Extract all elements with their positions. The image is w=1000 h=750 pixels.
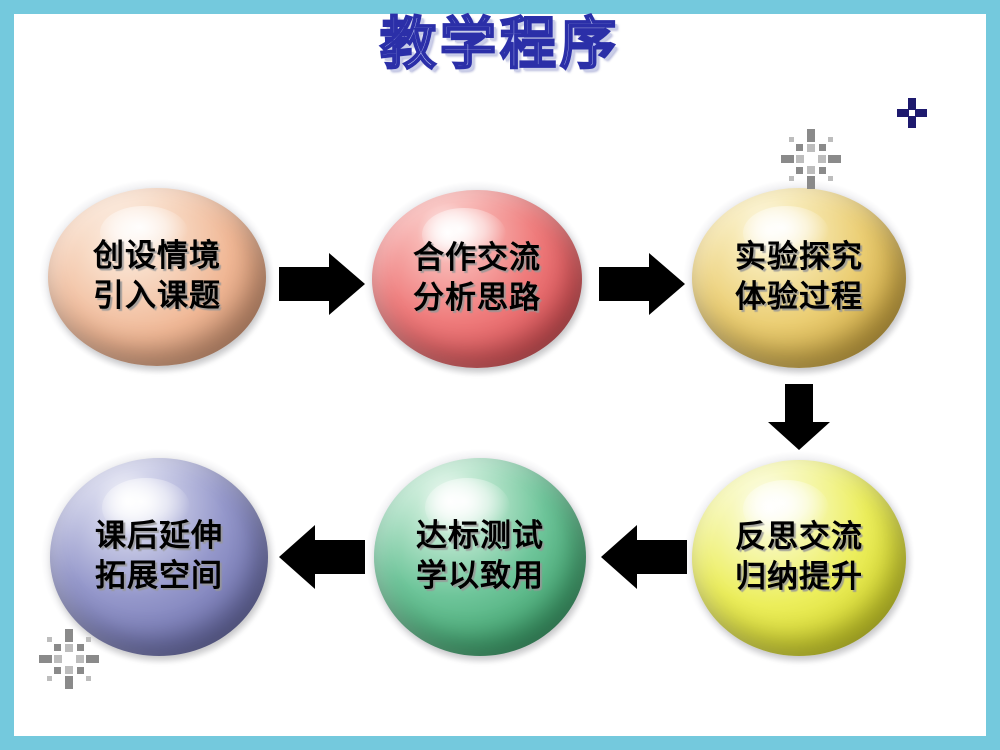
process-node-label: 实验探究 体验过程 [735, 238, 863, 317]
arrow-left-reflect-to-assessment [601, 525, 687, 589]
node-line-2: 引入课题 [93, 278, 221, 314]
node-line-2: 分析思路 [413, 280, 541, 316]
arrow-left-icon [601, 525, 687, 589]
node-line-2: 拓展空间 [95, 558, 223, 594]
sparkle-icon [38, 628, 100, 690]
node-line-1: 合作交流 [413, 240, 541, 277]
slide-border-right [986, 0, 1000, 750]
arrow-down-icon [768, 384, 830, 450]
arrow-right-collaborate-to-experiment [599, 253, 685, 315]
arrow-right-icon [599, 253, 685, 315]
process-node-label: 达标测试 学以致用 [416, 517, 544, 596]
arrow-down-experiment-to-reflect [768, 384, 830, 450]
plus-mark-icon [897, 98, 927, 128]
node-line-1: 实验探究 [735, 239, 863, 276]
node-line-1: 创设情境 [93, 238, 221, 275]
plus-icon [897, 98, 927, 128]
process-node-collaborate[interactable]: 合作交流 分析思路 [363, 181, 591, 377]
slide-border-top [0, 0, 1000, 14]
process-node-create-context[interactable]: 创设情境 引入课题 [39, 179, 275, 375]
node-line-1: 反思交流 [735, 519, 863, 556]
sparkle-icon [780, 128, 842, 190]
node-line-2: 归纳提升 [735, 559, 863, 595]
process-node-reflect[interactable]: 反思交流 归纳提升 [683, 451, 915, 665]
arrow-right-icon [279, 253, 365, 315]
process-node-label: 课后延伸 拓展空间 [95, 517, 223, 596]
node-line-2: 学以致用 [416, 558, 544, 594]
process-node-label: 合作交流 分析思路 [413, 239, 541, 318]
process-node-label: 反思交流 归纳提升 [735, 518, 863, 597]
process-node-experiment[interactable]: 实验探究 体验过程 [683, 179, 915, 377]
slide-title: 教学程序 [0, 12, 1000, 77]
sparkle-star-icon [39, 629, 99, 689]
arrow-left-icon [279, 525, 365, 589]
sparkle-star-icon [781, 129, 841, 189]
process-node-assessment[interactable]: 达标测试 学以致用 [365, 449, 595, 665]
arrow-left-assessment-to-extension [279, 525, 365, 589]
process-node-label: 创设情境 引入课题 [93, 237, 221, 316]
slide-border-left [0, 0, 14, 750]
slide-title-text: 教学程序 [379, 12, 620, 77]
node-line-1: 达标测试 [416, 518, 544, 555]
node-line-2: 体验过程 [735, 279, 863, 315]
slide-border-bottom [0, 736, 1000, 750]
node-line-1: 课后延伸 [95, 518, 223, 555]
arrow-right-create-to-collaborate [279, 253, 365, 315]
process-node-extension[interactable]: 课后延伸 拓展空间 [41, 449, 277, 665]
